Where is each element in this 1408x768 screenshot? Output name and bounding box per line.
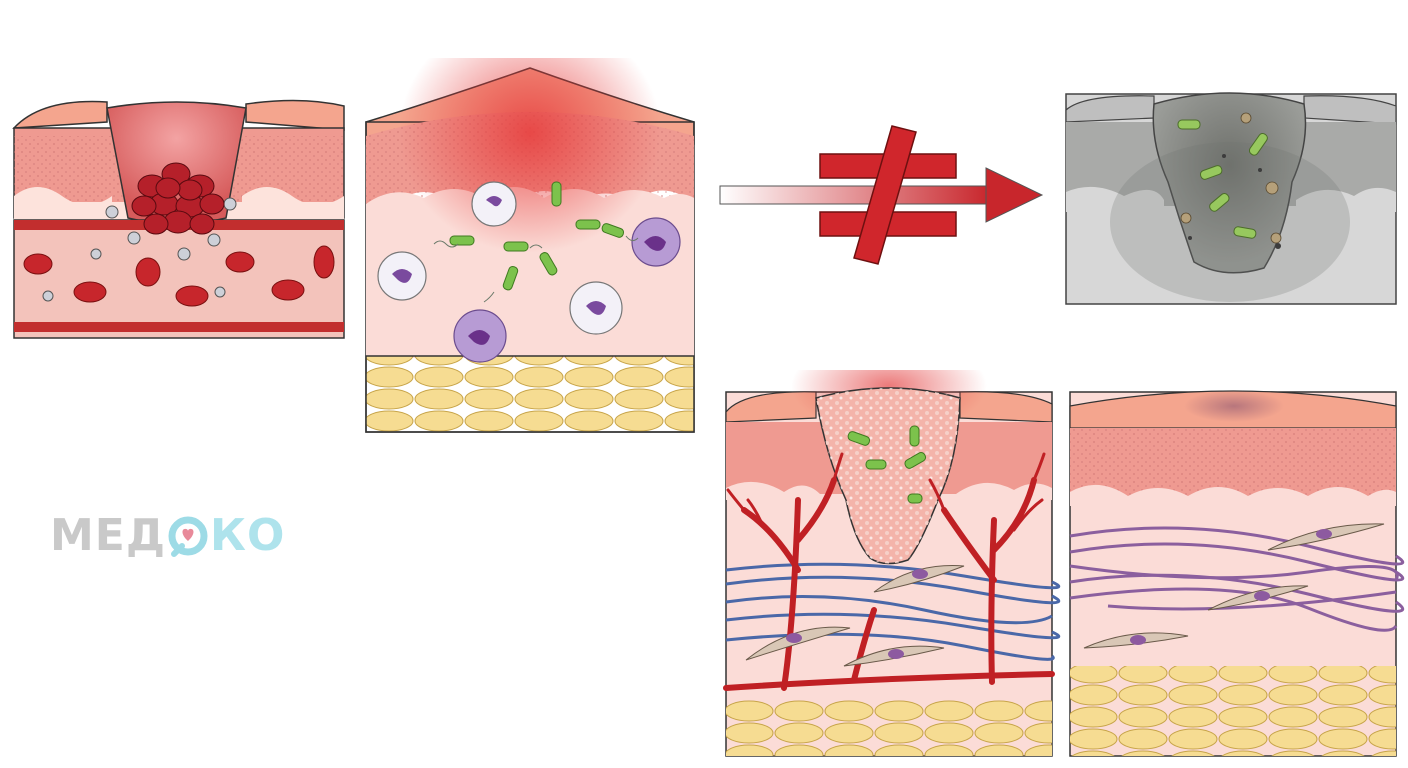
- brand-logo: МЕД КО: [50, 510, 285, 561]
- logo-o-mark-icon: [168, 514, 208, 558]
- long-arrow-right-icon: [719, 167, 1044, 223]
- panel-hemostasis: [12, 78, 346, 340]
- arrow-group: [716, 122, 1046, 268]
- panel-chronic-wound: [1064, 72, 1398, 306]
- logo-text-cyan: КО: [210, 510, 286, 561]
- panel-inflammation: [364, 58, 696, 434]
- panel-proliferation: [723, 370, 1060, 758]
- logo-text-gray: МЕД: [50, 510, 167, 561]
- not-equal-icon: [819, 125, 957, 265]
- panel-remodeling: [1068, 376, 1404, 758]
